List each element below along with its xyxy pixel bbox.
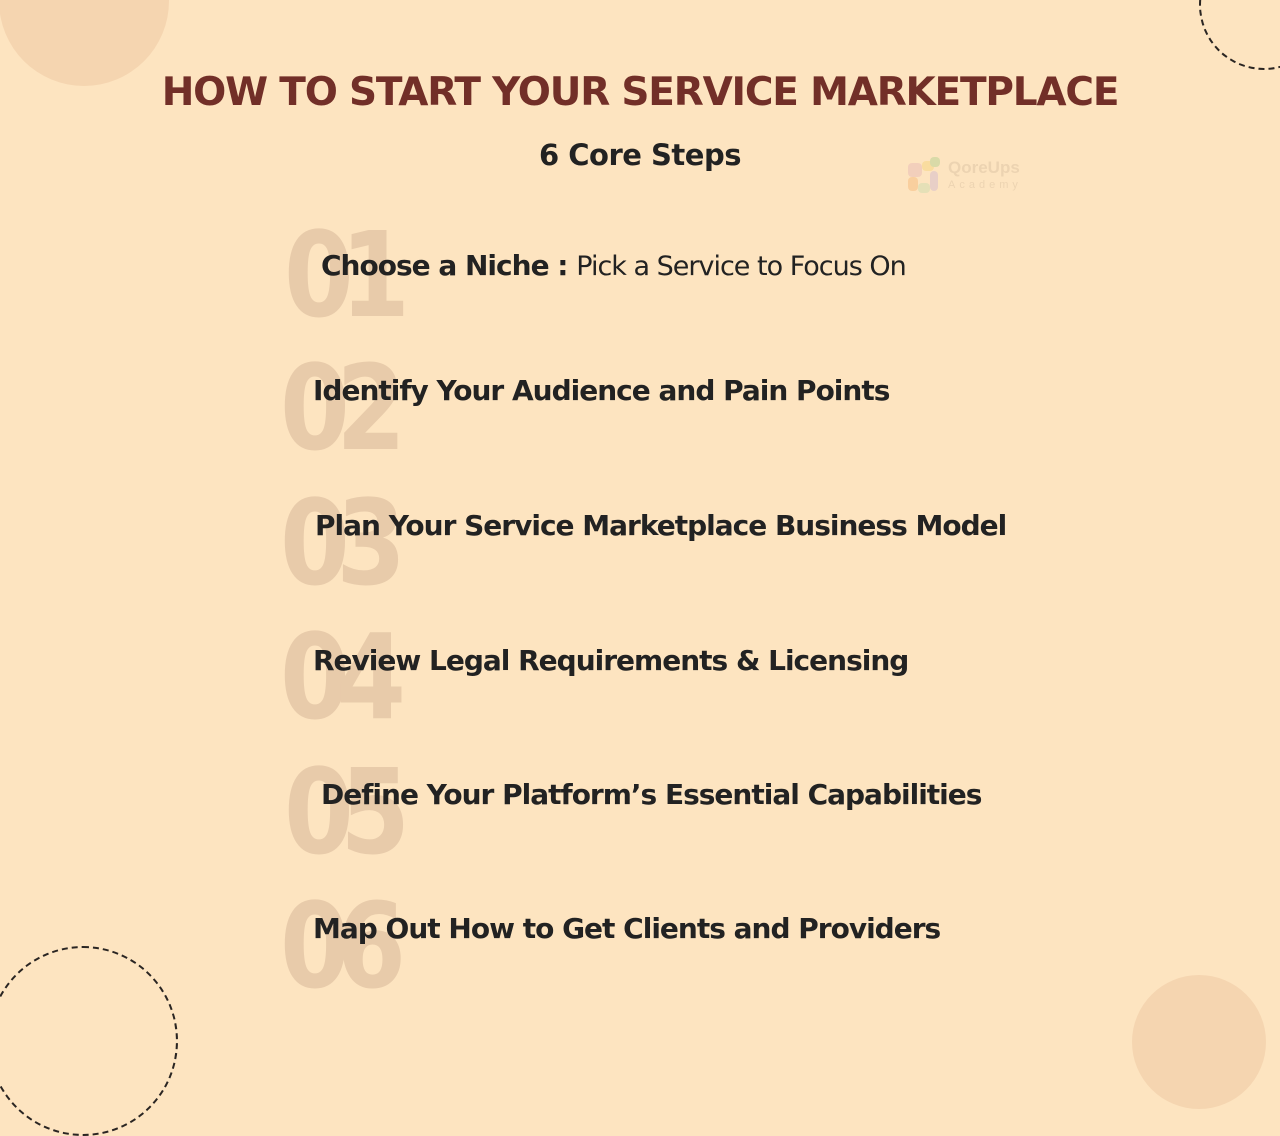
page-subtitle: 6 Core Steps [539,138,741,172]
step-item: 03 Plan Your Service Marketplace Busines… [0,484,1280,602]
step-item: 04 Review Legal Requirements & Licensing [0,618,1280,736]
brand-subtitle: Academy [948,179,1022,191]
step-title: Plan Your Service Marketplace Business M… [315,509,1007,542]
step-title: Review Legal Requirements & Licensing [313,644,909,677]
step-text: Plan Your Service Marketplace Business M… [315,509,1007,542]
step-item: 02 Identify Your Audience and Pain Point… [0,349,1280,467]
step-number: 03 [280,474,406,612]
step-title: Identify Your Audience and Pain Points [313,374,890,407]
step-title: Define Your Platform’s Essential Capabil… [321,778,982,811]
step-subtitle: Pick a Service to Focus On [576,251,906,282]
step-text: Identify Your Audience and Pain Points [313,374,890,407]
step-text: Define Your Platform’s Essential Capabil… [321,778,982,811]
step-item: 05 Define Your Platform’s Essential Capa… [0,753,1280,871]
brand-name: QoreUps [948,158,1020,177]
decorative-dashed-circle [1199,0,1280,70]
step-number: 05 [284,743,410,881]
step-text: Choose a Niche : Pick a Service to Focus… [321,249,907,282]
step-item: 06 Map Out How to Get Clients and Provid… [0,887,1280,1005]
brand-logo-icon [908,157,940,193]
step-title: Choose a Niche : [321,249,568,282]
step-number: 06 [280,877,406,1015]
step-title: Map Out How to Get Clients and Providers [313,912,941,945]
step-number: 02 [280,339,406,477]
step-text: Map Out How to Get Clients and Providers [313,912,941,945]
step-text: Review Legal Requirements & Licensing [313,644,909,677]
page-title: HOW TO START YOUR SERVICE MARKETPLACE [161,70,1120,115]
step-number: 01 [284,206,410,344]
decorative-circle [1132,975,1266,1109]
step-number: 04 [280,608,406,746]
brand-watermark: QoreUps Academy [908,157,1022,193]
step-item: 01 Choose a Niche : Pick a Service to Fo… [0,216,1280,334]
